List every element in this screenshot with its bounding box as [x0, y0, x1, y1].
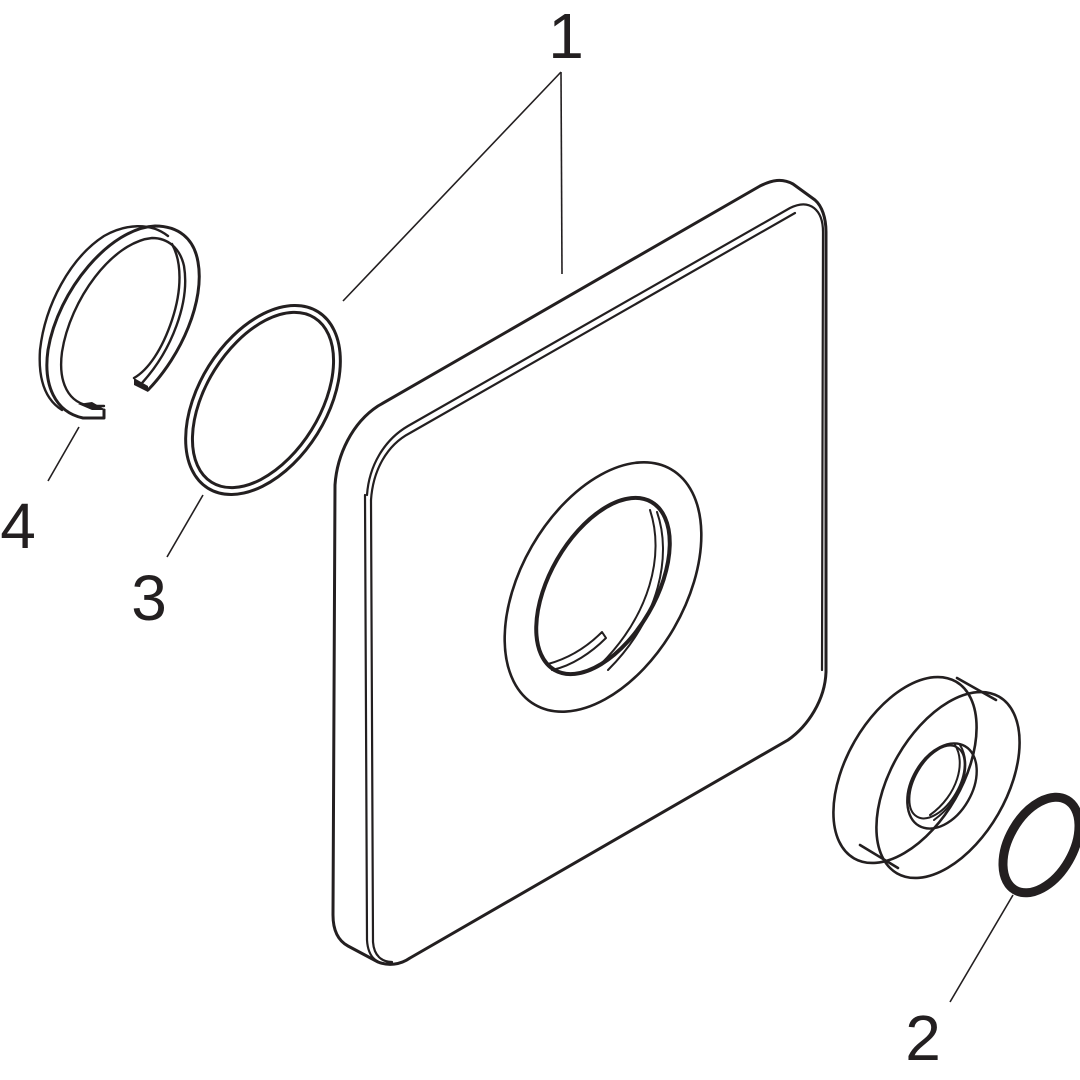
leader-line-1a	[342, 71, 562, 302]
callout-3: 3	[131, 562, 167, 634]
callout-2: 2	[905, 1002, 941, 1074]
leader-line-4	[47, 426, 80, 482]
retaining-ring	[38, 224, 201, 420]
leader-line-2	[949, 894, 1014, 1003]
callout-4: 4	[0, 490, 36, 562]
threaded-bushing	[832, 675, 1021, 880]
escutcheon-plate	[331, 178, 828, 966]
o-ring-small	[998, 792, 1080, 898]
leader-line-1b	[560, 71, 563, 275]
callout-1: 1	[548, 0, 584, 72]
o-ring-large	[184, 304, 342, 496]
leader-line-3	[166, 494, 204, 558]
